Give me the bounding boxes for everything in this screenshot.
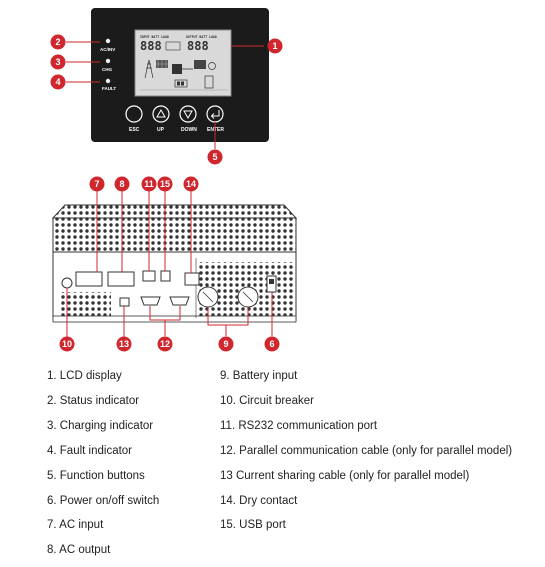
svg-text:1: 1 <box>272 41 277 51</box>
callout-9: 9 <box>218 336 234 352</box>
legend-item-10: 10. Circuit breaker <box>220 395 314 407</box>
usb-port[interactable] <box>160 270 171 282</box>
current-sharing-port[interactable] <box>119 297 130 307</box>
callout-14: 14 <box>183 176 199 192</box>
legend-item-6: 6. Power on/off switch <box>47 495 160 507</box>
callout-7: 7 <box>89 176 105 192</box>
lcd-left-caption: INPUT BATT LOAD <box>140 35 169 39</box>
svg-text:6: 6 <box>269 339 274 349</box>
status-indicator: AC/INV <box>100 38 115 52</box>
callout-2: 2 <box>50 34 66 50</box>
inverter-icon <box>172 64 182 74</box>
up-button[interactable]: UP <box>152 105 170 133</box>
callout-5: 5 <box>207 149 223 165</box>
callout-13: 13 <box>116 336 132 352</box>
ac-input-port[interactable] <box>75 271 103 287</box>
svg-text:4: 4 <box>55 77 60 87</box>
esc-button[interactable]: ESC <box>125 105 143 133</box>
lcd-display: INPUT BATT LOAD OUTPUT BATT LOAD 888 888 <box>134 29 232 97</box>
svg-text:12: 12 <box>160 339 170 349</box>
callout-3: 3 <box>50 54 66 70</box>
ac-output-port[interactable] <box>107 271 135 287</box>
legend-item-15: 15. USB port <box>220 519 286 531</box>
callout-6: 6 <box>264 336 280 352</box>
legend-item-8: 8. AC output <box>47 544 111 556</box>
parallel-comm-port-2[interactable] <box>169 296 190 306</box>
callout-10: 10 <box>59 336 75 352</box>
callout-11: 11 <box>141 176 157 192</box>
callout-15: 15 <box>157 176 173 192</box>
enter-label: ENTER <box>207 127 224 133</box>
legend-item-2: 2. Status indicator <box>47 395 140 407</box>
lcd-left-digits: 888 <box>140 39 162 53</box>
lcd-right-caption: OUTPUT BATT LOAD <box>186 35 217 39</box>
up-label: UP <box>157 127 165 133</box>
callout-4: 4 <box>50 74 66 90</box>
legend-item-14: 14. Dry contact <box>220 495 298 507</box>
pylon-icon <box>144 59 154 79</box>
legend-item-9: 9. Battery input <box>220 370 298 382</box>
ac-inv-label: AC/INV <box>100 47 115 52</box>
front-panel: INPUT BATT LOAD OUTPUT BATT LOAD 888 888 <box>91 8 269 142</box>
legend-item-12: 12. Parallel communication cable (only f… <box>220 445 513 457</box>
svg-text:3: 3 <box>55 57 60 67</box>
load-icon <box>182 60 216 89</box>
svg-text:10: 10 <box>62 339 72 349</box>
down-button[interactable]: DOWN <box>179 105 197 133</box>
svg-text:2: 2 <box>55 37 60 47</box>
parallel-comm-port-1[interactable] <box>140 296 161 306</box>
legend-item-7: 7. AC input <box>47 519 104 531</box>
svg-text:9: 9 <box>223 339 228 349</box>
up-arrow-icon <box>156 108 166 118</box>
battery-input-terminal-1[interactable] <box>197 286 219 308</box>
dry-contact-port[interactable] <box>184 272 200 286</box>
legend-item-3: 3. Charging indicator <box>47 420 154 432</box>
svg-text:14: 14 <box>186 179 196 189</box>
legend-item-5: 5. Function buttons <box>47 470 145 482</box>
charging-indicator: CHG <box>102 58 112 72</box>
callout-12: 12 <box>157 336 173 352</box>
svg-text:7: 7 <box>94 179 99 189</box>
bottom-panel <box>51 204 298 323</box>
lcd-right-digits: 888 <box>187 39 209 53</box>
power-switch[interactable] <box>266 275 277 293</box>
callout-8: 8 <box>114 176 130 192</box>
fault-indicator: FAULT <box>102 78 116 91</box>
down-label: DOWN <box>181 127 197 133</box>
rs232-port[interactable] <box>142 270 156 282</box>
battery-icon <box>174 79 188 88</box>
battery-input-terminal-2[interactable] <box>237 286 259 308</box>
svg-text:8: 8 <box>119 179 124 189</box>
svg-text:15: 15 <box>160 179 170 189</box>
solar-panel-icon <box>156 60 168 68</box>
legend-item-1: 1. LCD display <box>47 370 122 382</box>
esc-label: ESC <box>129 127 140 133</box>
legend-item-4: 4. Fault indicator <box>47 445 133 457</box>
svg-text:13: 13 <box>119 339 129 349</box>
legend-item-13: 13 Current sharing cable (only for paral… <box>220 470 470 482</box>
circuit-breaker[interactable] <box>61 277 73 289</box>
svg-text:5: 5 <box>212 152 217 162</box>
inverter-diagram: INPUT BATT LOAD OUTPUT BATT LOAD 888 888 <box>50 8 298 352</box>
chg-label: CHG <box>102 67 112 72</box>
svg-text:11: 11 <box>144 179 154 189</box>
enter-arrow-icon <box>210 110 220 119</box>
callout-1: 1 <box>267 38 283 54</box>
fault-label: FAULT <box>102 86 116 91</box>
legend-item-11: 11. RS232 communication port <box>220 420 378 432</box>
down-arrow-icon <box>183 110 193 120</box>
